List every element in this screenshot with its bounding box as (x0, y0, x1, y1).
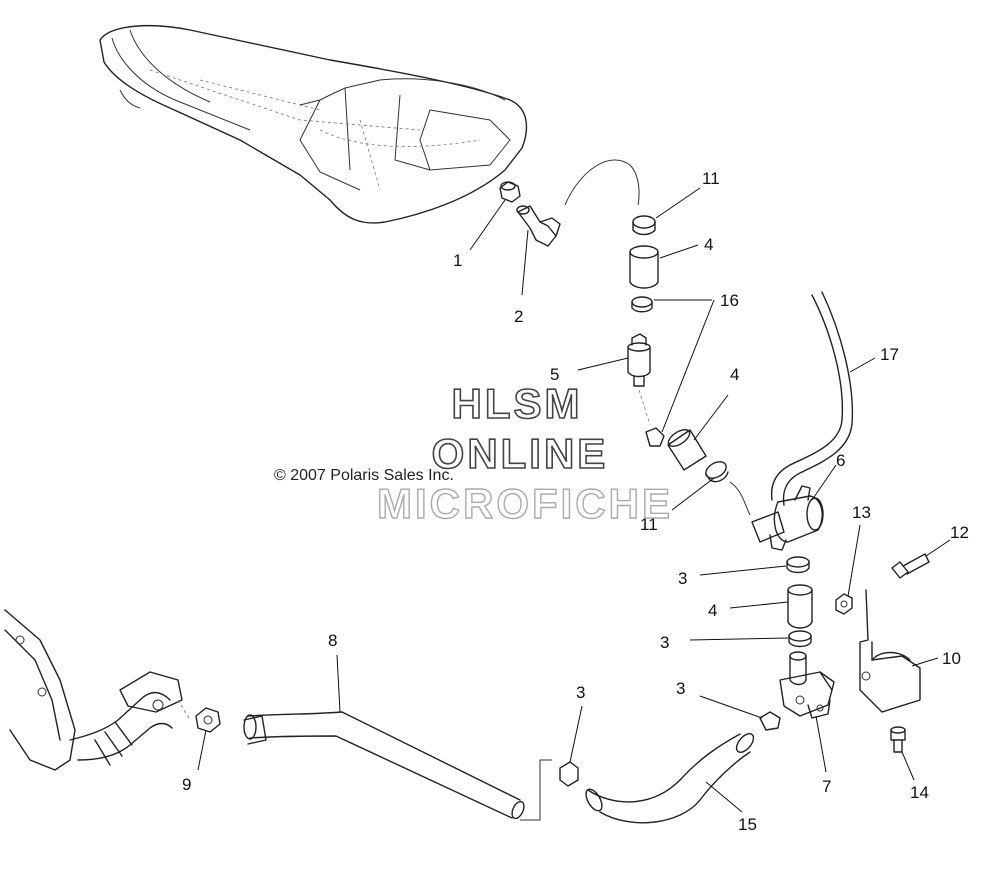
callout-7: 7 (822, 777, 831, 796)
callout-2: 2 (514, 307, 523, 326)
part-3-clamp-c (759, 711, 781, 731)
part-11-clamp-lower (705, 461, 729, 483)
part-7-valve-body (779, 651, 835, 719)
part-11-clamp-upper (632, 215, 656, 236)
part-2-elbow-fitting (516, 205, 561, 247)
part-12-bolt (891, 553, 930, 579)
exhaust-header (4, 609, 191, 771)
callout-12: 12 (950, 523, 969, 542)
part-3-clamp-b (788, 630, 812, 648)
callout-8: 8 (328, 631, 337, 650)
callout-3-a: 3 (678, 569, 687, 588)
callout-4-upper: 4 (704, 235, 713, 254)
watermark-line-2: ONLINE (432, 430, 609, 477)
callout-15: 15 (738, 815, 757, 834)
callout-4-middle: 4 (730, 365, 739, 384)
part-3-clamp-d (559, 761, 579, 787)
callout-3-b: 3 (660, 633, 669, 652)
part-1-nipple (499, 181, 521, 203)
callout-6: 6 (836, 451, 845, 470)
part-10-bracket (859, 589, 921, 713)
part-16-clamp-lower (645, 427, 665, 447)
callout-4-lower: 4 (708, 601, 717, 620)
callout-16: 16 (720, 291, 739, 310)
connector-line (729, 481, 751, 516)
callout-3-c: 3 (576, 683, 585, 702)
callout-17: 17 (880, 345, 899, 364)
muffler-assembly (99, 25, 528, 224)
part-8-pipe (243, 711, 552, 821)
part-9-nut (195, 707, 221, 733)
part-15-hose (585, 733, 755, 824)
callout-13: 13 (852, 503, 871, 522)
hose-upper (564, 159, 640, 206)
callout-9: 9 (182, 775, 191, 794)
part-4-hose-upper (629, 245, 659, 289)
watermark-line-3: MICROFICHE (377, 480, 673, 527)
part-4-hose-middle (667, 429, 707, 471)
part-13-nut (835, 593, 853, 615)
callout-11-lower: 11 (640, 515, 658, 534)
callout-11-upper: 11 (702, 169, 720, 188)
part-4-hose-lower (787, 584, 813, 629)
callout-3-d: 3 (676, 679, 685, 698)
part-16-clamp-upper (631, 296, 653, 313)
callout-labels: 1 2 11 4 16 5 4 17 6 11 13 12 3 4 3 10 8… (182, 169, 969, 834)
watermark-line-1: HLSM (452, 380, 583, 427)
callout-14: 14 (910, 783, 929, 802)
part-5-check-valve (627, 333, 651, 426)
part-17-vent-hose (770, 291, 854, 506)
part-3-clamp-a (786, 556, 810, 574)
copyright-text: © 2007 Polaris Sales Inc. (274, 467, 454, 484)
leader-lines (197, 187, 951, 813)
callout-5: 5 (550, 365, 559, 384)
callout-1: 1 (453, 251, 462, 270)
callout-10: 10 (942, 649, 961, 668)
part-14-screw (890, 726, 906, 753)
part-6-solenoid-valve (751, 485, 824, 551)
watermark: HLSM ONLINE MICROFICHE (376, 379, 673, 528)
